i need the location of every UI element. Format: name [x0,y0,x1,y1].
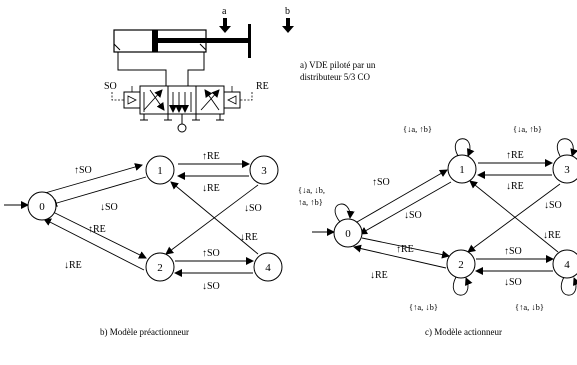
c-node-1 [447,154,477,184]
b-node-0-label: 0 [39,201,45,213]
c-edge-2-0 [353,244,447,269]
part-c-graph: 0 1 2 3 4 ↑SO ↓SO ↑RE ↓RE ↑RE ↓RE ↑SO ↓S… [298,124,577,337]
c-loop-0-label-2: ↑a, ↑b} [298,197,323,207]
c-loop-4-label: {↑a, ↓b} [515,302,544,312]
b-label-e31: ↓RE [202,183,220,194]
b-edge-3-2 [165,184,259,255]
c-label-e31: ↓RE [506,181,524,192]
c-node-2 [446,249,476,279]
c-edge-1-0 [359,181,452,235]
b-edge-4-1 [170,181,259,255]
port-so-label: SO [104,81,117,92]
c-loop-3 [556,138,577,157]
c-loop-1 [454,138,475,157]
c-label-e02: ↑RE [396,244,414,255]
c-label-e10: ↓SO [404,210,422,221]
distributor-valve [111,85,253,133]
c-label-e20: ↓RE [370,270,388,281]
b-edge-1-0 [49,176,147,207]
b-node-4-label: 4 [265,262,271,274]
b-label-e10: ↓SO [100,202,118,213]
c-edge-3-2 [467,183,561,253]
b-node-2-label: 2 [157,262,163,274]
c-loop-0 [334,203,355,223]
pipe-right [187,52,205,86]
supply-port [177,123,187,133]
c-node-2-label: 2 [458,259,464,271]
part-a-caption-line1: a) VDE piloté par un [300,60,376,70]
c-node-4 [552,249,577,279]
b-node-1 [145,155,175,185]
part-a-caption-line2: distributeur 5/3 CO [300,72,370,82]
c-loop-1-label: {↓a, ↑b} [403,124,432,134]
b-node-3-label: 3 [261,165,267,177]
part-c-caption: c) Modèle actionneur [425,327,502,337]
c-node-1-label: 1 [459,164,465,176]
b-node-3 [249,155,279,185]
b-node-0 [27,191,57,221]
c-edge-0-1 [356,169,448,223]
pilot-left [123,91,141,109]
port-re-label: RE [256,81,269,92]
c-loop-3-label: {↓a, ↑b} [513,124,542,134]
c-node-3-label: 3 [564,164,570,176]
pilot-right [223,91,241,109]
c-label-e32: ↓SO [544,200,562,211]
b-label-e20: ↓RE [64,260,82,271]
b-edge-0-2 [52,211,147,259]
c-label-e01: ↑SO [372,177,390,188]
c-node-0-label: 0 [345,228,351,240]
signal-a-arrow [219,18,231,33]
signal-a-label: a [222,6,227,17]
b-node-4 [253,252,283,282]
c-loop-2-label: {↑a, ↓b} [409,302,438,312]
part-b-caption: b) Modèle préactionneur [100,327,189,337]
b-label-e13: ↑RE [202,151,220,162]
c-node-0 [333,218,363,248]
b-label-e32: ↓SO [244,203,262,214]
c-node-4-label: 4 [564,259,570,271]
signal-b-label: b [285,6,290,17]
b-label-e41: ↓RE [240,232,258,243]
pipe-left [117,52,167,86]
c-node-3 [552,154,577,184]
b-label-e24: ↑SO [202,248,220,259]
b-edge-2-0 [43,218,145,271]
c-loop-4 [560,276,577,296]
c-loop-2 [452,276,473,296]
b-node-2 [145,252,175,282]
piston-rod [158,38,250,43]
b-edge-0-1 [44,163,143,194]
signal-b-arrow [282,18,294,33]
c-edge-0-2 [361,237,450,259]
c-label-e41: ↓RE [543,230,561,241]
c-edge-4-1 [469,180,559,253]
rod-end-plate [248,24,251,58]
c-label-e24: ↑SO [504,246,522,257]
c-label-e13: ↑RE [506,150,524,161]
b-label-e01: ↑SO [74,165,92,176]
c-label-e42: ↓SO [504,277,522,288]
part-a-schematic: a b [104,6,376,133]
part-b-graph: 0 1 2 3 4 ↑SO ↓SO ↑RE ↓RE ↑RE ↓RE ↑SO ↓S… [4,151,283,337]
b-label-e42: ↓SO [202,281,220,292]
b-node-1-label: 1 [157,165,163,177]
piston [152,30,158,52]
c-loop-0-label-1: {↓a, ↓b, [298,185,325,195]
b-label-e02: ↑RE [88,224,106,235]
